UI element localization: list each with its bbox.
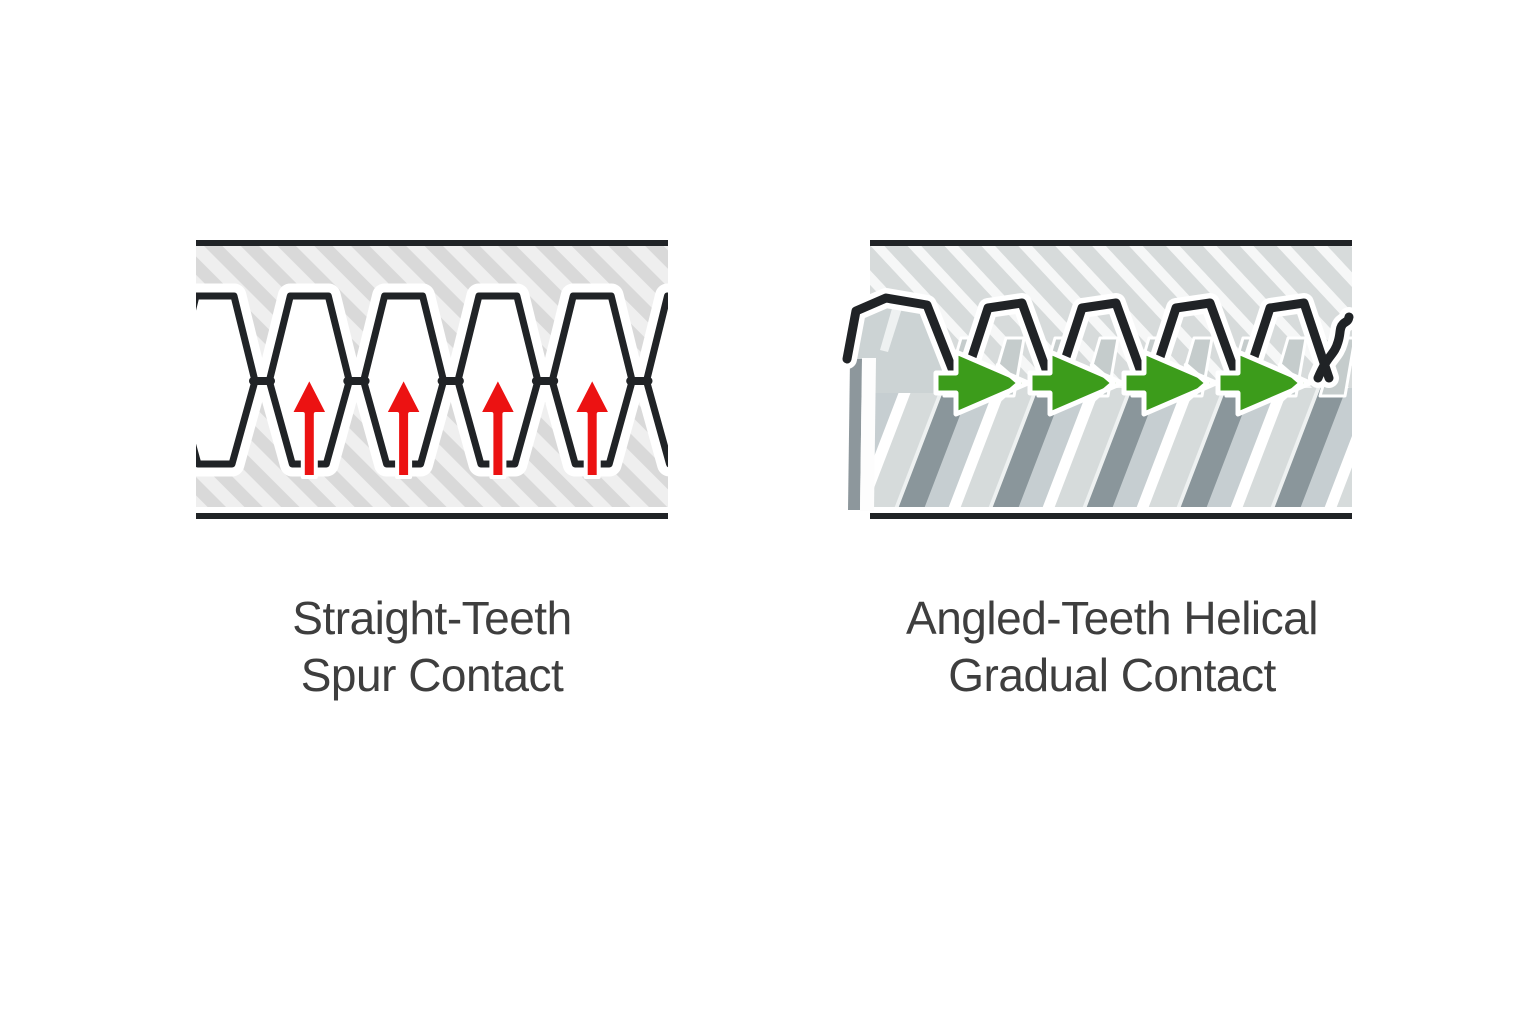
up-arrow-icon: [382, 375, 425, 479]
gear-profile-squiggle: [1313, 312, 1354, 383]
helical-gear-diagram: [840, 240, 1359, 519]
panel-top-border: [196, 240, 668, 246]
tooth-tip-outlines: [842, 293, 1354, 383]
tooth-tip-outline: [1249, 298, 1334, 383]
tooth-tip-outline: [967, 298, 1052, 377]
helical-caption-line2: Gradual Contact: [948, 649, 1276, 701]
right-arrow-icon: [1121, 349, 1219, 417]
spur-caption-line1: Straight-Teeth: [292, 592, 572, 644]
panel-top-border: [870, 240, 1352, 246]
tooth-tip-outline: [842, 293, 958, 376]
helical-teeth-bands: [870, 388, 1352, 507]
spur-gear-diagram: [196, 240, 668, 519]
right-arrow-icon: [1215, 349, 1313, 417]
spur-caption: Straight-Teeth Spur Contact: [196, 590, 668, 704]
tooth-tip-outline: [1061, 298, 1146, 377]
panel-bottom-border: [196, 513, 668, 519]
helical-caption-line1: Angled-Teeth Helical: [906, 592, 1318, 644]
right-arrow-icon: [933, 349, 1031, 417]
panel-bottom-border: [870, 513, 1352, 519]
spur-caption-line2: Spur Contact: [300, 649, 564, 701]
tooth-tip-outline: [1155, 298, 1240, 377]
up-arrow-icon: [476, 375, 519, 479]
up-arrow-icon: [288, 375, 331, 479]
up-arrow-icon: [571, 375, 614, 479]
right-arrow-icon: [1027, 349, 1125, 417]
helical-caption: Angled-Teeth Helical Gradual Contact: [852, 590, 1372, 704]
